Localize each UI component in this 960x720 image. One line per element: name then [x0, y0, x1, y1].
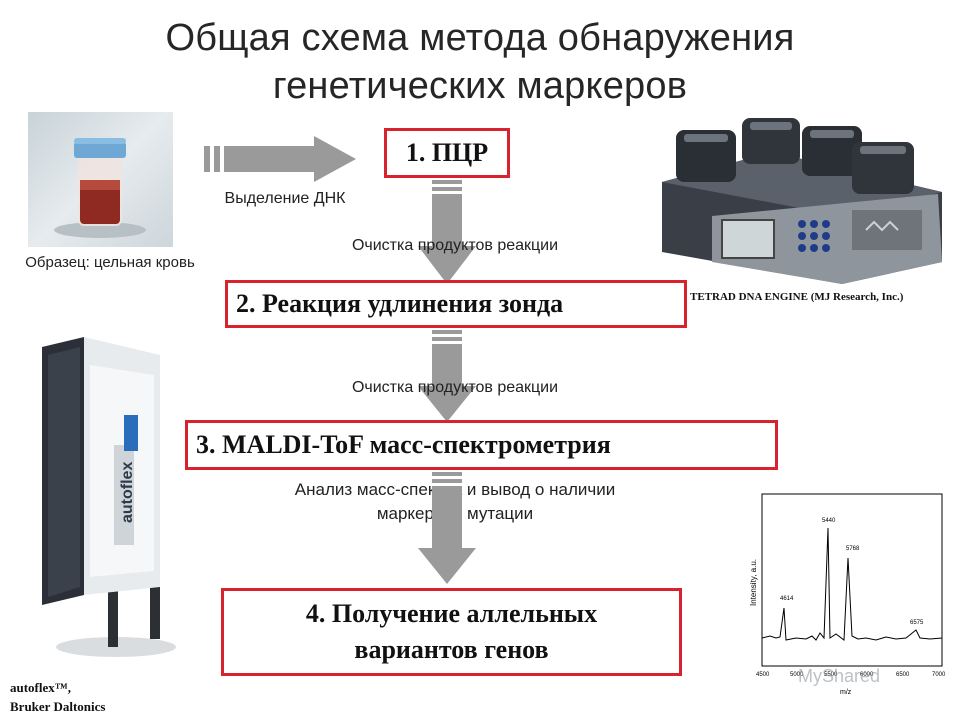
blood-sample-photo — [28, 112, 173, 247]
sample-label: Образец: цельная кровь — [25, 254, 195, 271]
spectrum-trace — [761, 527, 943, 641]
step-4-allelic-variants: 4. Получение аллельных вариантов генов — [221, 588, 682, 676]
spectrum-peak-label-2: 5440 — [822, 518, 836, 524]
step-1-label: 1. ПЦР — [405, 138, 489, 167]
down-arrow-1 — [418, 180, 476, 284]
dna-extraction-arrow — [204, 136, 356, 182]
mass-spec-caption-line-1: autoflex™, — [10, 680, 72, 695]
down-arrow-3 — [418, 472, 476, 584]
down-arrow-2 — [418, 330, 476, 422]
blood-sample-tube-icon — [54, 138, 146, 238]
mass-spectrum-plot: 4614 5440 5768 6575 Intensity, a.u. 4500… — [740, 488, 952, 708]
spectrum-ylabel: Intensity, a.u. — [749, 559, 758, 606]
mass-spec-caption-line-2: Bruker Daltonics — [10, 699, 106, 714]
spectrum-tick-6: 7000 — [932, 672, 946, 678]
dna-extraction-label: Выделение ДНК — [224, 190, 346, 207]
step-2-label: 2. Реакция удлинения зонда — [236, 289, 564, 318]
step-4-line-2: вариантов генов — [354, 635, 549, 664]
spectrum-peak-label-4: 6575 — [910, 620, 924, 626]
spectrum-xlabel: m/z — [840, 689, 852, 696]
spectrum-tick-2: 5000 — [790, 672, 804, 678]
purify-label-1: Очистка продуктов реакции — [351, 237, 559, 254]
thermocycler-caption: TETRAD DNA ENGINE (MJ Research, Inc.) — [690, 291, 904, 303]
mass-spectrometer-device-icon: autoflex — [42, 337, 176, 657]
title-line-1: Общая схема метода обнаружения — [165, 17, 795, 59]
thermocycler-device-icon — [662, 118, 942, 284]
step-2-probe-extension: 2. Реакция удлинения зонда — [225, 280, 687, 328]
step-4-line-1: 4. Получение аллельных — [305, 599, 598, 628]
mass-spec-caption: autoflex™, Bruker Daltonics — [10, 678, 160, 716]
page-title: Общая схема метода обнаружения генетичес… — [80, 14, 880, 110]
spectrum-tick-1: 4500 — [756, 672, 770, 678]
spectrum-tick-3: 5500 — [824, 672, 838, 678]
spectrum-peak-label-3: 5768 — [846, 546, 860, 552]
step-1-pcr: 1. ПЦР — [384, 128, 510, 178]
watermark-text: MyShared — [798, 666, 880, 686]
spectrum-tick-5: 6500 — [896, 672, 910, 678]
title-line-2: генетических маркеров — [272, 65, 688, 107]
mass-spectrum-graph: 4614 5440 5768 6575 Intensity, a.u. 4500… — [749, 493, 946, 696]
step-3-label: 3. MALDI-ToF масс-спектрометрия — [196, 430, 611, 459]
spectrum-peak-label-1: 4614 — [780, 596, 794, 602]
autoflex-brand-text: autoflex — [119, 462, 136, 523]
spectrum-tick-4: 6000 — [860, 672, 874, 678]
step-3-maldi-tof: 3. MALDI-ToF масс-спектрометрия — [185, 420, 778, 470]
purify-label-2: Очистка продуктов реакции — [351, 379, 559, 396]
